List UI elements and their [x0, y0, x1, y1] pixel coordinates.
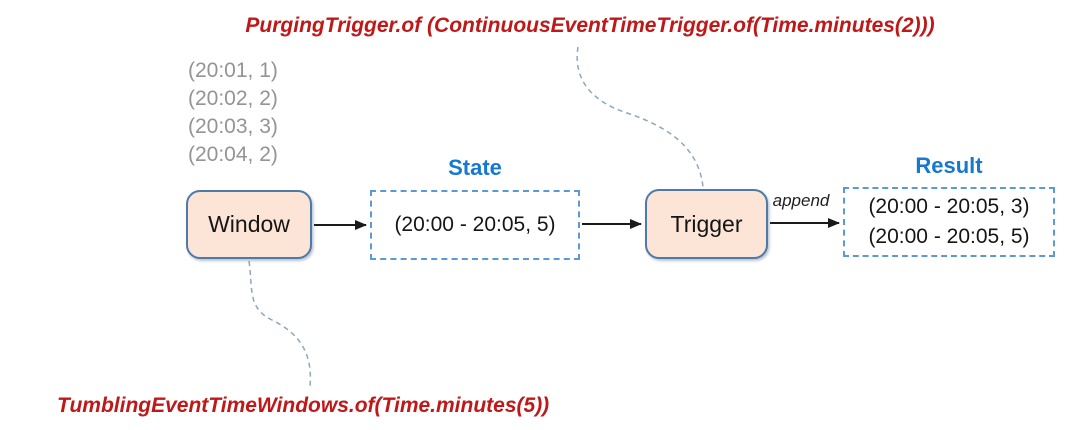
window-annotation-connector	[248, 260, 312, 388]
input-event: (20:04, 2)	[188, 143, 278, 166]
result-item: (20:00 - 20:05, 5)	[868, 225, 1030, 248]
purging-trigger-annotation: PurgingTrigger.of (ContinuousEventTimeTr…	[245, 14, 935, 37]
window-node-label: Window	[208, 211, 290, 237]
window-node: Window	[186, 190, 312, 259]
state-item: (20:00 - 20:05, 5)	[394, 213, 556, 236]
trigger-node: Trigger	[645, 189, 768, 259]
result-box: (20:00 - 20:05, 3) (20:00 - 20:05, 5)	[843, 187, 1055, 257]
input-event: (20:03, 3)	[188, 115, 278, 138]
state-box: (20:00 - 20:05, 5)	[370, 190, 580, 260]
tumbling-window-annotation: TumblingEventTimeWindows.of(Time.minutes…	[57, 394, 550, 417]
result-item: (20:00 - 20:05, 3)	[868, 195, 1030, 218]
trigger-node-label: Trigger	[670, 210, 743, 237]
input-event-list: (20:01, 1) (20:02, 2) (20:03, 3) (20:04,…	[188, 57, 278, 169]
append-edge-label: append	[772, 191, 830, 210]
trigger-annotation-connector	[576, 46, 704, 188]
state-title: State	[448, 155, 502, 180]
input-event: (20:02, 2)	[188, 87, 278, 110]
input-event: (20:01, 1)	[188, 59, 278, 82]
result-title: Result	[915, 153, 983, 178]
